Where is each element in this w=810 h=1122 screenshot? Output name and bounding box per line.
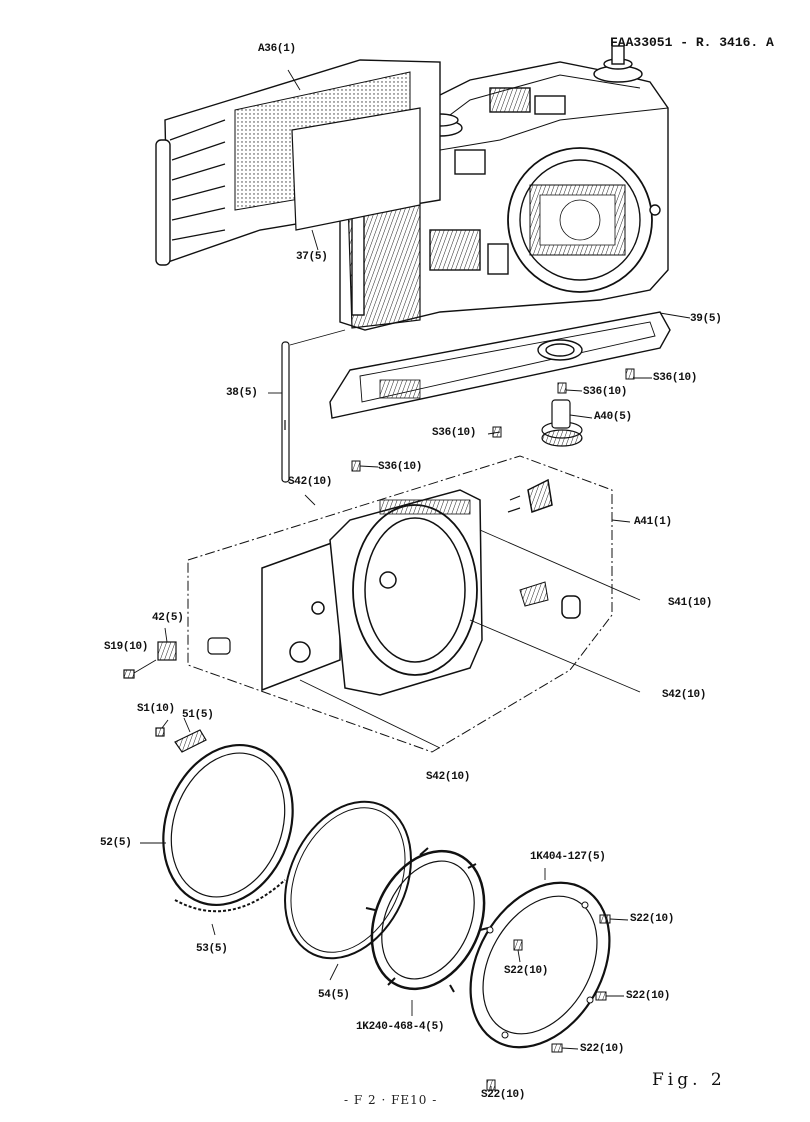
ring-52 bbox=[162, 743, 294, 913]
ring-54 bbox=[284, 800, 412, 960]
label-s22-3: S22(10) bbox=[626, 990, 671, 1002]
label-37: 37(5) bbox=[296, 251, 328, 263]
page-footer: - F 2 · FE10 - bbox=[344, 1093, 438, 1107]
label-s19: S19(10) bbox=[104, 641, 149, 653]
label-s36-3: S36(10) bbox=[432, 427, 477, 439]
label-38: 38(5) bbox=[226, 387, 258, 399]
ring-1k240 bbox=[365, 847, 489, 993]
leader-lines-lower bbox=[140, 842, 629, 1090]
label-1k404: 1K404-127(5) bbox=[530, 851, 606, 863]
part-a40 bbox=[541, 399, 583, 447]
label-s42-1: S42(10) bbox=[288, 476, 333, 488]
bayonet-mount-1k404 bbox=[469, 881, 611, 1049]
label-s1: S1(10) bbox=[137, 703, 175, 715]
back-cover-a36 bbox=[155, 59, 441, 266]
label-52: 52(5) bbox=[100, 837, 132, 849]
figure-number: Fig. 2 bbox=[652, 1070, 726, 1090]
label-a41: A41(1) bbox=[634, 516, 672, 528]
label-s22-5: S22(10) bbox=[481, 1089, 526, 1101]
label-s36-2: S36(10) bbox=[583, 386, 628, 398]
label-s22-2: S22(10) bbox=[504, 965, 549, 977]
label-39: 39(5) bbox=[690, 313, 722, 325]
drawing-code: FAA33051 - R. 3416. A bbox=[610, 35, 774, 50]
label-s41: S41(10) bbox=[668, 597, 713, 609]
label-a36: A36(1) bbox=[258, 43, 296, 55]
leader-lines bbox=[133, 69, 691, 749]
bottom-plate-39 bbox=[329, 311, 671, 419]
label-s36-4: S36(10) bbox=[378, 461, 423, 473]
label-1k240: 1K240-468-4(5) bbox=[356, 1021, 445, 1033]
mirror-box-a41 bbox=[261, 478, 581, 696]
label-54: 54(5) bbox=[318, 989, 350, 1001]
part-51-assembly bbox=[155, 727, 207, 753]
label-s42-2: S42(10) bbox=[662, 689, 707, 701]
label-42: 42(5) bbox=[152, 612, 184, 624]
label-s36-1: S36(10) bbox=[653, 372, 698, 384]
label-a40: A40(5) bbox=[594, 411, 632, 423]
label-s22-4: S22(10) bbox=[580, 1043, 625, 1055]
label-s42-3: S42(10) bbox=[426, 771, 471, 783]
label-51: 51(5) bbox=[182, 709, 214, 721]
pin-38 bbox=[281, 341, 290, 483]
label-s22-1: S22(10) bbox=[630, 913, 675, 925]
assembly-frame-a41 bbox=[187, 455, 613, 753]
label-53: 53(5) bbox=[196, 943, 228, 955]
